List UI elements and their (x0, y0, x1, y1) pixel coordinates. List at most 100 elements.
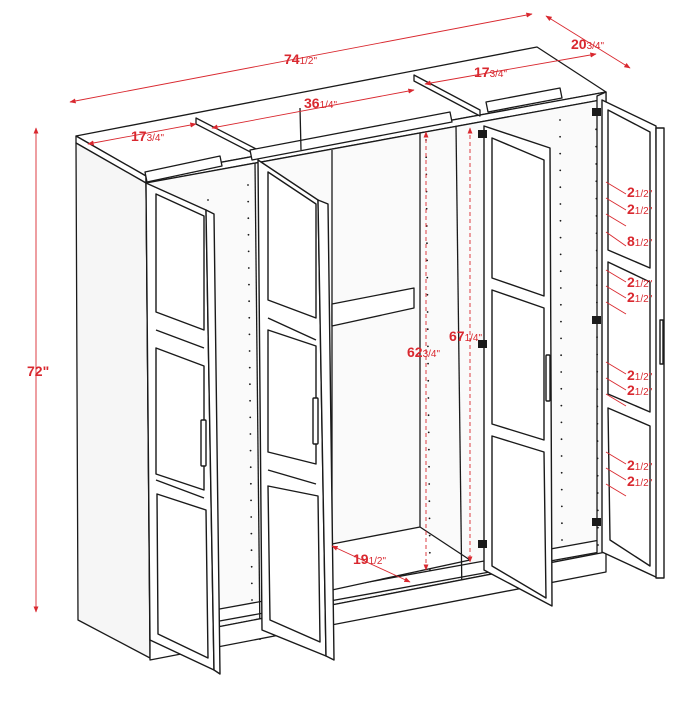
pin-hole (249, 433, 252, 435)
pin-hole (596, 405, 599, 408)
pin-hole (596, 440, 599, 442)
right-width-line (424, 52, 597, 86)
pin-hole (426, 259, 429, 262)
door-left-handle (200, 419, 207, 467)
pin-hole (426, 276, 429, 279)
pin-hole (595, 145, 598, 148)
pin-hole (247, 184, 249, 186)
pin-hole (560, 320, 562, 323)
door-right-handle-bar (659, 319, 664, 365)
pin-hole (428, 465, 430, 468)
door-mid-left (257, 159, 335, 661)
pin-hole (596, 457, 599, 460)
pin-hole (596, 353, 599, 356)
door-mid-left-handle (312, 397, 319, 445)
pin-hole (560, 371, 563, 373)
pin-hole (248, 283, 250, 286)
pin-hole (247, 233, 250, 236)
pin-hole (251, 599, 253, 601)
shelf-spacing-label: 21/2" (627, 184, 653, 200)
pin-hole (559, 236, 562, 239)
pin-hole (560, 455, 563, 457)
pin-hole (560, 421, 563, 424)
pin-hole (248, 366, 251, 369)
pin-hole (559, 203, 562, 205)
pin-hole (559, 219, 562, 222)
pin-hole (249, 383, 251, 386)
pin-hole (426, 242, 428, 245)
left-width-line (87, 122, 197, 146)
pin-hole (248, 300, 251, 303)
middle-shelf (331, 287, 415, 327)
pin-hole (595, 215, 598, 217)
door-mid-right-handle (545, 354, 551, 402)
overall-depth-label: 203/4" (571, 36, 604, 52)
pin-hole (559, 253, 562, 256)
overall-width-line (69, 12, 533, 104)
shelf-spacing-ticks (605, 181, 627, 497)
shelf-spacing-label: 21/2" (627, 473, 653, 489)
pin-hole (247, 217, 250, 220)
middle-left-divider (254, 162, 261, 641)
pin-hole (250, 516, 253, 518)
pin-hole (561, 522, 563, 525)
interior-height-label: 671/4" (449, 328, 482, 344)
pin-hole (560, 354, 563, 357)
shelf-spacing-label: 21/2" (627, 457, 653, 473)
pin-hole (427, 362, 429, 365)
pin-hole (596, 370, 599, 373)
overall-width-label: 741/2" (284, 51, 317, 67)
left-side-panel (75, 142, 151, 659)
right-width-label: 173/4" (474, 64, 507, 80)
pin-hole (428, 551, 431, 554)
pin-hole (596, 422, 599, 425)
hinge-icon (478, 540, 487, 548)
shelf-spacing-label: 21/2" (627, 201, 653, 217)
pin-hole (250, 565, 253, 568)
door-right (601, 99, 665, 579)
pin-hole (250, 549, 253, 552)
door-mid-right (483, 125, 553, 607)
pin-hole (559, 303, 562, 306)
dimension-lines (33, 12, 631, 613)
pin-hole (428, 534, 431, 537)
pin-hole (597, 526, 599, 529)
pin-hole (596, 509, 599, 512)
left-width-label: 173/4" (131, 128, 164, 144)
pin-hole (559, 119, 561, 121)
pin-hole (429, 569, 431, 571)
hinge-icon (478, 340, 487, 348)
pin-hole (595, 249, 598, 252)
hinges (478, 108, 601, 548)
shelf-spacing-label: 21/2" (627, 274, 653, 290)
pin-hole (426, 328, 429, 331)
pin-hole (426, 293, 429, 296)
middle-width-label: 361/4" (304, 95, 337, 111)
pin-hole (559, 270, 562, 273)
pin-hole (249, 416, 252, 419)
pin-hole (428, 483, 431, 485)
pin-hole (249, 482, 252, 485)
overall-height-label: 72" (27, 363, 49, 379)
interior-depth-line (331, 545, 411, 583)
hinge-icon (592, 108, 601, 116)
pin-hole (596, 336, 598, 339)
pin-hole (560, 404, 563, 407)
pin-hole (560, 471, 563, 474)
pin-hole (248, 316, 251, 319)
middle-right-divider (455, 125, 463, 601)
pin-hole (249, 399, 251, 402)
overall-depth-line (545, 15, 631, 69)
pin-hole (559, 135, 561, 138)
pin-hole (595, 128, 597, 131)
pin-hole (559, 186, 562, 189)
pin-hole (596, 492, 599, 494)
pin-hole (595, 197, 598, 200)
pin-hole (248, 350, 251, 352)
pin-hole (250, 532, 253, 535)
pin-hole (595, 266, 598, 269)
shelf-spacing-label: 21/2" (627, 289, 653, 305)
hinge-icon (478, 130, 487, 138)
